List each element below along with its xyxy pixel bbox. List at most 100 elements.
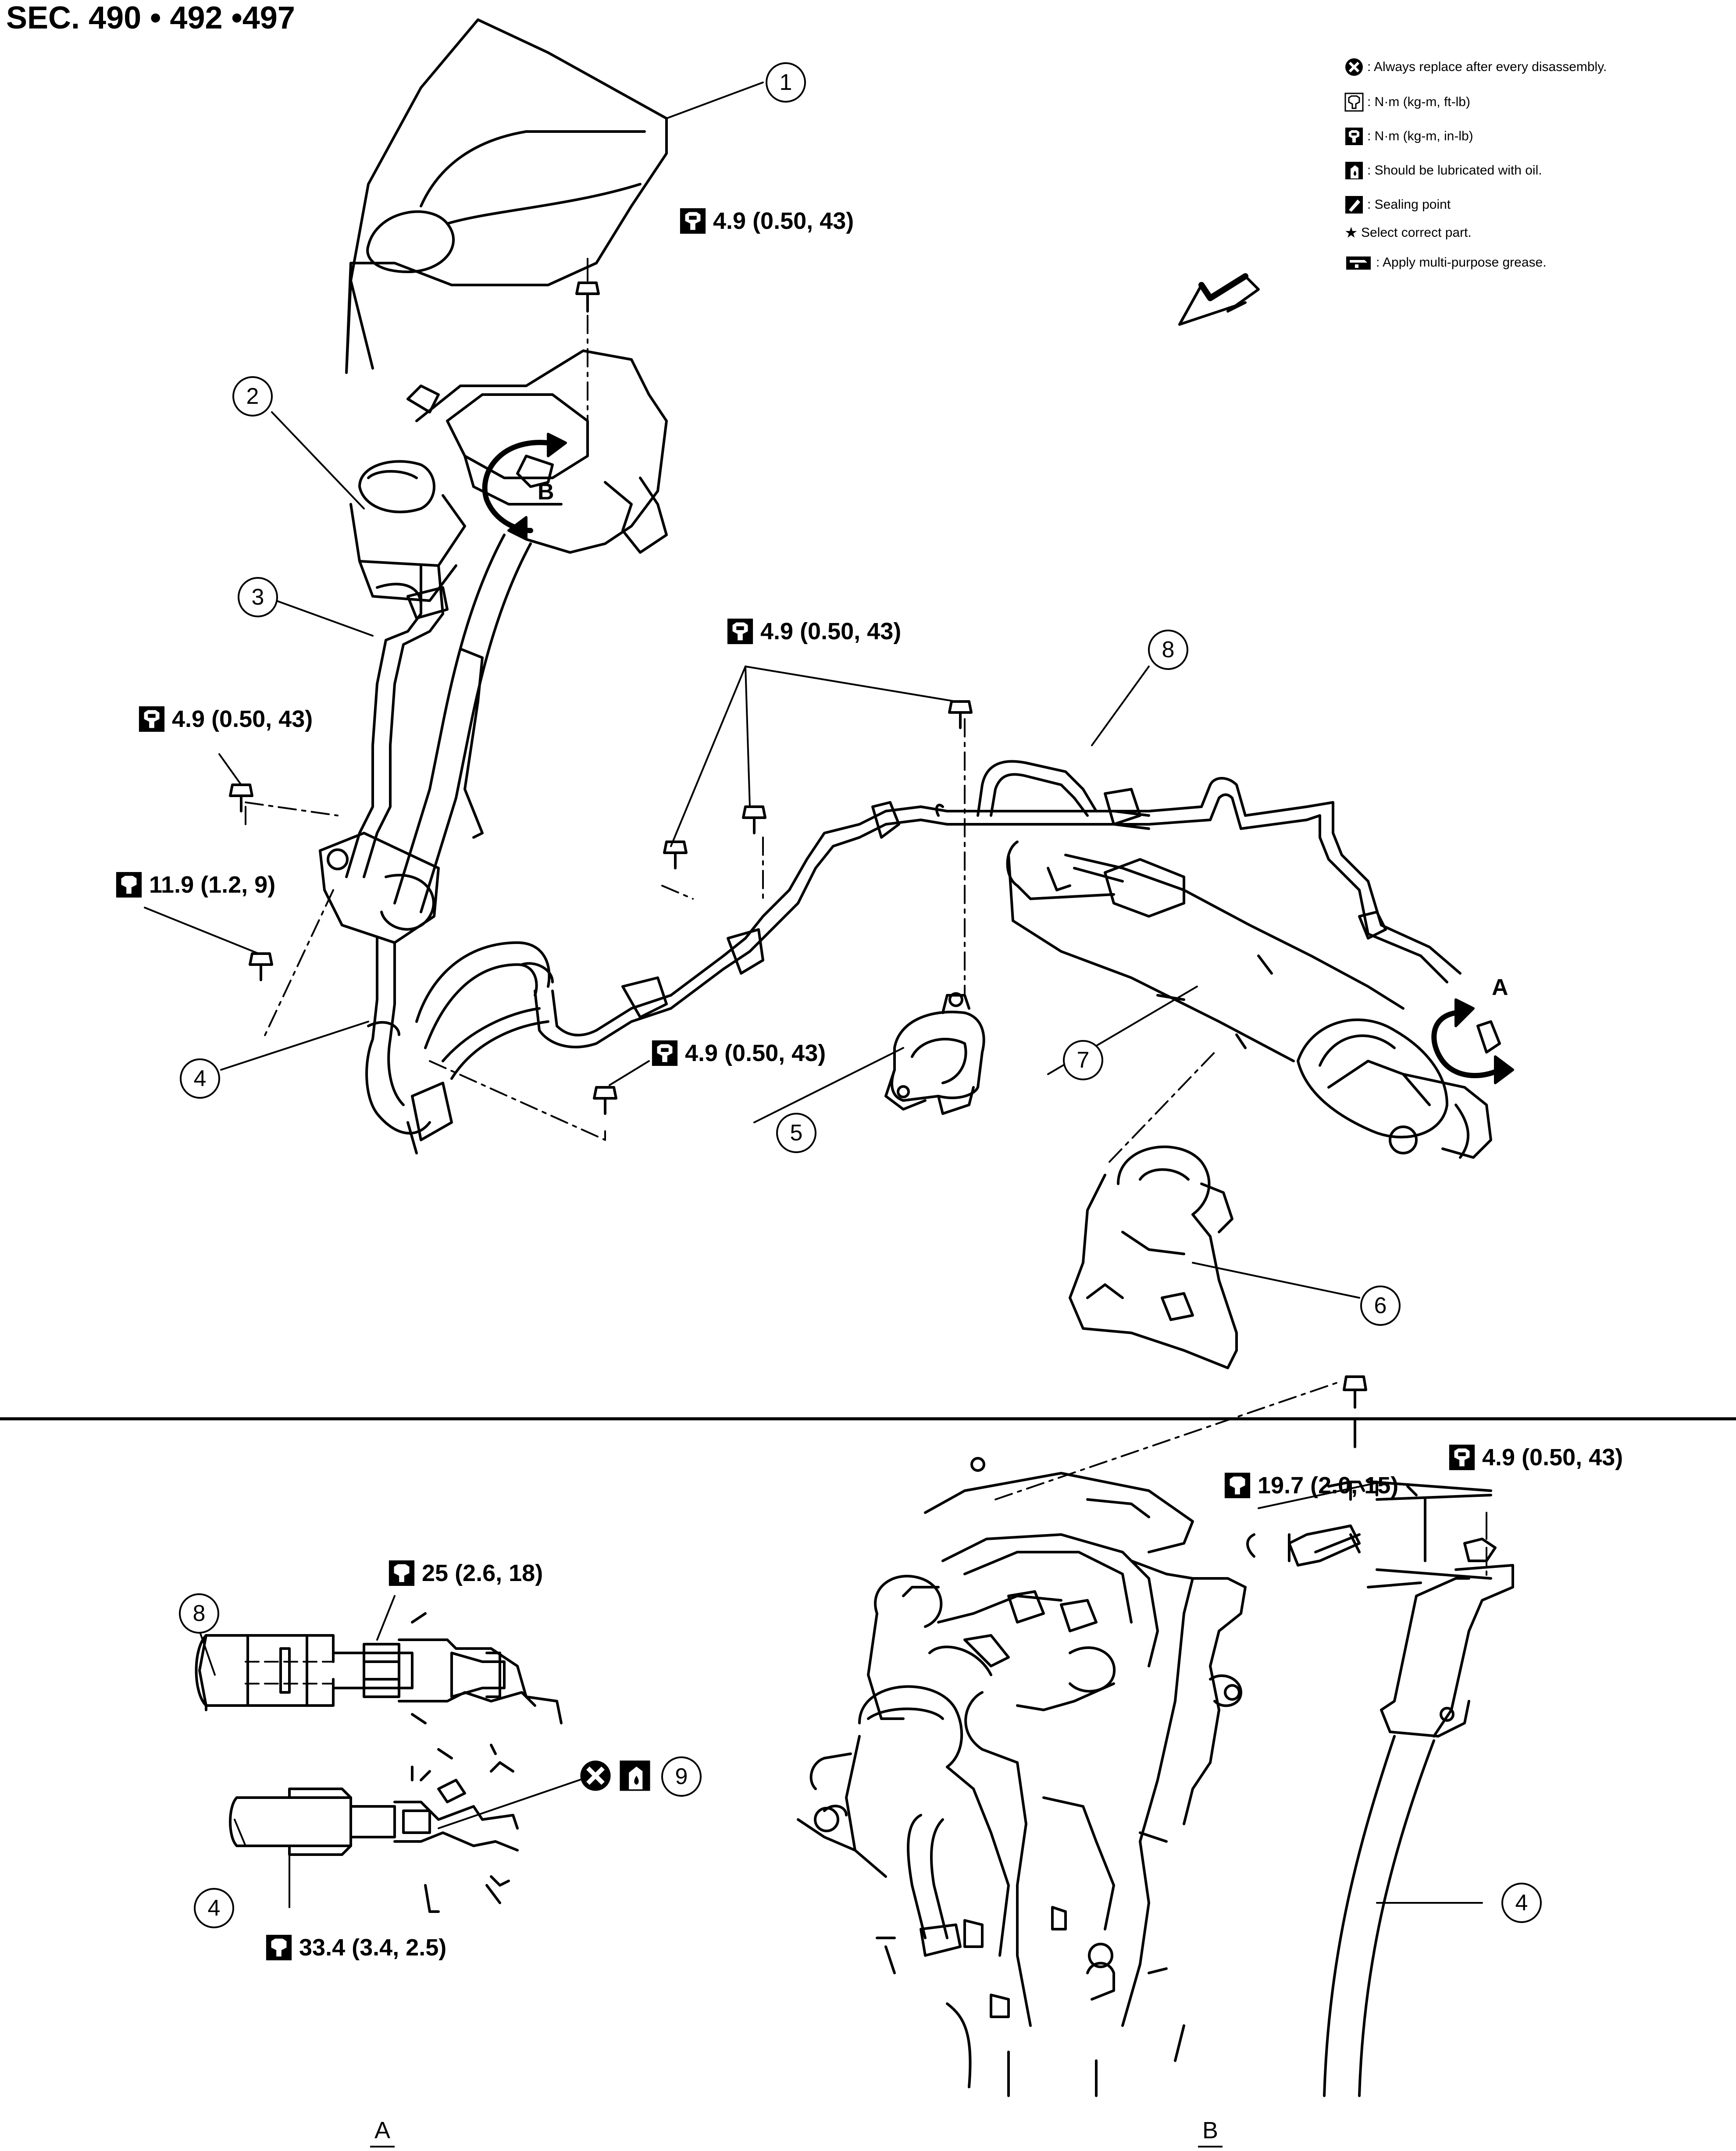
legend-row-grease: : Apply multi-purpose grease. — [1344, 252, 1547, 274]
section-heading: SEC. 490 • 492 •497 — [6, 0, 295, 36]
legend-text: : Should be lubricated with oil. — [1367, 163, 1542, 178]
torque-spec-feed-tube-nut: 25 (2.6, 18) — [388, 1559, 543, 1587]
torque-ft-lb-icon — [116, 872, 142, 898]
view-title-b: B — [1184, 2117, 1237, 2147]
torque-spec-pressure-hose-nut: 33.4 (3.4, 2.5) — [265, 1934, 446, 1962]
torque-value: 19.7 (2.0, 15) — [1258, 1472, 1399, 1499]
bolt-icon — [742, 805, 766, 834]
torque-value: 4.9 (0.50, 43) — [685, 1040, 826, 1066]
legend-row-torque-ft-lb: : N·m (kg-m, ft-lb) — [1344, 91, 1470, 113]
torque-spec-bracket-bolt: 4.9 (0.50, 43) — [138, 705, 313, 733]
bolt-icon — [593, 1086, 617, 1115]
torque-value: 4.9 (0.50, 43) — [172, 706, 313, 732]
callout-2: 2 — [232, 376, 273, 417]
rack-clamp — [884, 992, 985, 1115]
torque-in-lb-icon — [1345, 128, 1363, 145]
star-icon: ★ — [1344, 224, 1358, 241]
torque-value: 4.9 (0.50, 43) — [760, 618, 902, 645]
sealing-point-icon — [1345, 196, 1363, 214]
torque-value: 11.9 (1.2, 9) — [149, 872, 276, 898]
detail-b-leaders — [1258, 1481, 1487, 1904]
torque-ft-lb-icon — [1224, 1472, 1251, 1499]
torque-value: 33.4 (3.4, 2.5) — [299, 1934, 447, 1961]
reservoir-assembly — [349, 349, 668, 602]
leader-lines — [144, 82, 1360, 1299]
torque-value: 4.9 (0.50, 43) — [1482, 1444, 1623, 1471]
alignment-lines — [245, 315, 1487, 1579]
lubricate-oil-icon — [620, 1760, 650, 1791]
always-replace-icon — [580, 1760, 611, 1791]
torque-in-lb-icon — [652, 1040, 678, 1066]
torque-spec-lower-bolt: 4.9 (0.50, 43) — [651, 1039, 826, 1067]
torque-ft-lb-icon — [1344, 93, 1364, 112]
legend-text: Select correct part. — [1361, 225, 1472, 240]
detail-b-drawing — [797, 1375, 1514, 2097]
rack-mount-insulator — [1069, 1145, 1238, 1369]
bolt-icon — [575, 281, 600, 313]
callout-5: 5 — [776, 1113, 816, 1153]
callout-7: 7 — [1063, 1040, 1103, 1080]
bolt-icon — [663, 840, 688, 869]
torque-spec-cover-bolt: 4.9 (0.50, 43) — [679, 207, 854, 235]
steering-gear-rack — [1006, 840, 1492, 1159]
reservoir-cover — [345, 18, 668, 374]
torque-spec-tube-clips: 4.9 (0.50, 43) — [726, 617, 901, 645]
view-title-a: A — [356, 2117, 409, 2147]
detail-b-marker: B — [538, 479, 554, 505]
callout-6: 6 — [1360, 1286, 1401, 1326]
legend-text: : N·m (kg-m, ft-lb) — [1367, 95, 1470, 109]
always-replace-icon — [1345, 58, 1363, 76]
callout-8-detail-a: 8 — [179, 1593, 219, 1634]
torque-spec-clamp-bolt: 11.9 (1.2, 9) — [115, 871, 275, 899]
detail-a-drawing — [195, 1612, 563, 1913]
torque-in-lb-icon — [1449, 1444, 1475, 1471]
callout-9: 9 — [661, 1756, 702, 1797]
rack-tube-long — [621, 801, 1150, 1019]
legend-row-always-replace: : Always replace after every disassembly… — [1344, 56, 1607, 78]
bolt-icon — [249, 952, 273, 981]
pressure-hose-lower — [365, 937, 453, 1154]
torque-in-lb-icon — [139, 706, 165, 732]
legend-row-torque-in-lb: : N·m (kg-m, in-lb) — [1344, 125, 1473, 147]
torque-value: 25 (2.6, 18) — [422, 1560, 543, 1586]
feed-tube-8 — [977, 760, 1462, 983]
rotation-arrow-b-icon — [482, 433, 567, 541]
detail-a-marker: A — [1492, 975, 1508, 1000]
torque-in-lb-icon — [680, 208, 706, 234]
view-title-b-text: B — [1198, 2117, 1223, 2147]
grease-icon — [1346, 256, 1371, 270]
detail-a-leaders — [199, 1595, 593, 1908]
legend-row-select-part: ★ Select correct part. — [1344, 222, 1472, 244]
torque-spec-hose-clip-bolt: 4.9 (0.50, 43) — [1448, 1443, 1623, 1471]
front-direction-arrow-icon — [1178, 273, 1260, 326]
callout-1: 1 — [766, 62, 806, 103]
detail-a-dashed — [245, 1661, 334, 1684]
rotation-arrow-a-icon — [1431, 998, 1514, 1084]
legend-row-lubricate: : Should be lubricated with oil. — [1344, 160, 1542, 182]
callout-4-detail-a: 4 — [194, 1888, 234, 1928]
bolts — [229, 281, 973, 1115]
torque-value: 4.9 (0.50, 43) — [713, 208, 854, 234]
callout-4: 4 — [180, 1058, 220, 1099]
torque-in-lb-icon — [727, 618, 753, 645]
torque-ft-lb-icon — [266, 1934, 292, 1961]
legend-text: : N·m (kg-m, in-lb) — [1367, 129, 1473, 143]
torque-ft-lb-icon — [389, 1560, 415, 1586]
legend-text: : Sealing point — [1367, 197, 1451, 212]
callout-3: 3 — [238, 577, 278, 617]
bolt-icon — [948, 700, 973, 729]
pressure-hose-upper — [393, 534, 532, 913]
hose-bracket-middle — [319, 648, 484, 944]
legend-text: : Apply multi-purpose grease. — [1376, 255, 1547, 270]
callout-4-detail-b: 4 — [1501, 1883, 1542, 1923]
legend-text: : Always replace after every disassembly… — [1367, 60, 1607, 74]
return-tube-to-rack — [415, 941, 672, 1080]
callout-8: 8 — [1148, 630, 1188, 670]
legend-row-sealing: : Sealing point — [1344, 194, 1451, 216]
torque-spec-eye-bolt: 19.7 (2.0, 15) — [1223, 1471, 1398, 1499]
return-hose-upper — [345, 564, 449, 878]
lubricate-oil-icon — [1345, 162, 1363, 179]
view-title-a-text: A — [370, 2117, 395, 2147]
